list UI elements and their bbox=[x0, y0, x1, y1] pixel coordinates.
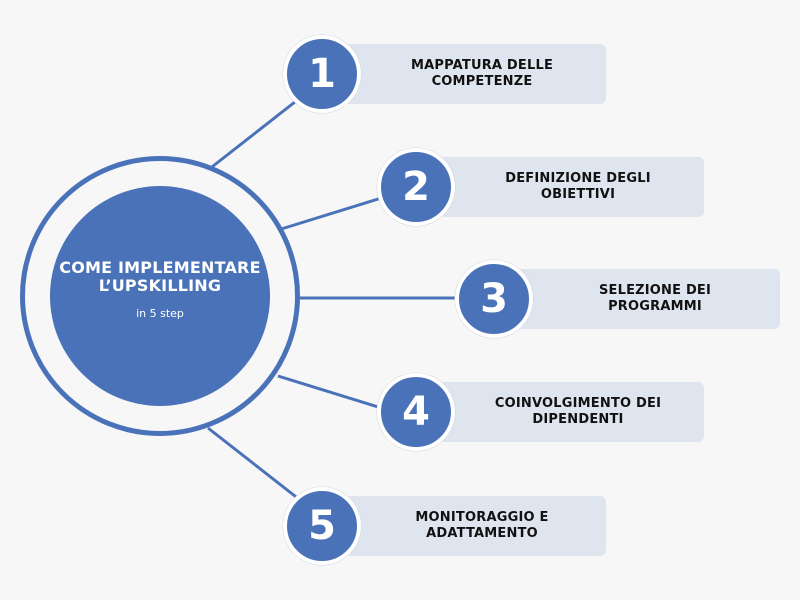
connector-step-1 bbox=[207, 96, 301, 172]
step-5-badge: 5 bbox=[283, 487, 361, 565]
connector-step-4 bbox=[277, 374, 389, 412]
center-title: COME IMPLEMENTARE L’UPSKILLING bbox=[59, 257, 261, 295]
step-2-badge: 2 bbox=[377, 148, 455, 226]
step-4-badge: 4 bbox=[377, 373, 455, 451]
connector-step-5 bbox=[207, 426, 301, 502]
step-4-text: COINVOLGIMENTO DEI DIPENDENTI bbox=[495, 396, 661, 428]
step-5-text-line-2: ADATTAMENTO bbox=[426, 526, 538, 541]
step-1-text-line-2: COMPETENZE bbox=[431, 74, 533, 89]
step-1-label-box: MAPPATURA DELLE COMPETENZE bbox=[318, 44, 606, 104]
center-circle: COME IMPLEMENTARE L’UPSKILLING in 5 step bbox=[50, 186, 270, 406]
step-3-label-box: SELEZIONE DEI PROGRAMMI bbox=[490, 269, 780, 329]
connector-step-2 bbox=[277, 194, 389, 232]
step-3-text-line-2: PROGRAMMI bbox=[608, 299, 702, 314]
step-3-text-line-1: SELEZIONE DEI bbox=[598, 283, 712, 298]
step-1-text: MAPPATURA DELLE COMPETENZE bbox=[411, 58, 553, 90]
center-title-line-2: L’UPSKILLING bbox=[98, 275, 222, 295]
step-3-number: 3 bbox=[480, 276, 508, 322]
step-4-text-line-1: COINVOLGIMENTO DEI bbox=[494, 396, 662, 411]
step-5-label-box: MONITORAGGIO E ADATTAMENTO bbox=[318, 496, 606, 556]
step-3-text: SELEZIONE DEI PROGRAMMI bbox=[599, 283, 711, 315]
step-1-number: 1 bbox=[308, 51, 336, 97]
step-5-number: 5 bbox=[308, 503, 336, 549]
step-1-badge: 1 bbox=[283, 35, 361, 113]
step-2-text-line-1: DEFINIZIONE DEGLI bbox=[505, 171, 651, 186]
step-1-text-line-1: MAPPATURA DELLE bbox=[410, 58, 554, 73]
step-2-text: DEFINIZIONE DEGLI OBIETTIVI bbox=[505, 171, 651, 203]
step-3-badge: 3 bbox=[455, 260, 533, 338]
step-5-text-line-1: MONITORAGGIO E bbox=[415, 510, 549, 525]
step-2-text-line-2: OBIETTIVI bbox=[540, 187, 616, 202]
step-2-label-box: DEFINIZIONE DEGLI OBIETTIVI bbox=[412, 157, 704, 217]
center-title-line-1: COME IMPLEMENTARE bbox=[59, 257, 261, 277]
step-4-number: 4 bbox=[402, 389, 430, 435]
step-5-text: MONITORAGGIO E ADATTAMENTO bbox=[415, 510, 548, 542]
step-4-label-box: COINVOLGIMENTO DEI DIPENDENTI bbox=[412, 382, 704, 442]
step-4-text-line-2: DIPENDENTI bbox=[532, 412, 624, 427]
center-subtitle: in 5 step bbox=[136, 306, 184, 320]
step-2-number: 2 bbox=[402, 164, 430, 210]
